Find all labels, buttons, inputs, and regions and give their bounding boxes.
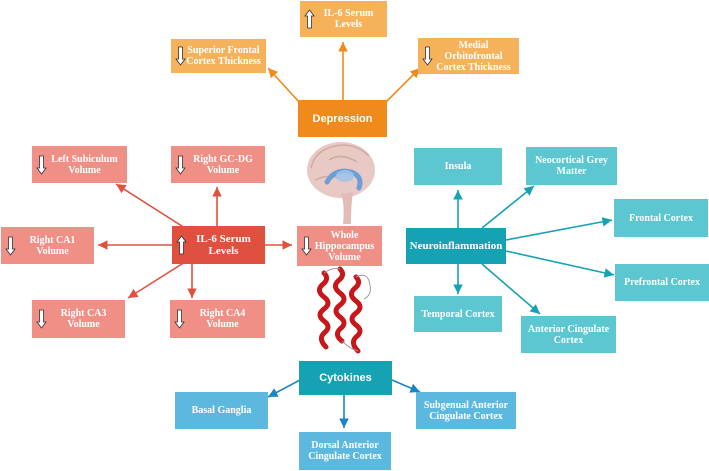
left-subiculum-volume: Left Subiculum Volume	[32, 146, 127, 183]
node-label: Frontal Cortex	[629, 212, 693, 224]
neocortical-grey-matter: Neocortical Grey Matter	[526, 147, 617, 185]
hub-label: Neuroinflammation	[409, 240, 503, 252]
hub-label: Cytokines	[319, 372, 372, 384]
right-gcdg-volume: Right GC-DG Volume	[171, 146, 265, 183]
insula: Insula	[414, 148, 502, 185]
subgenual-anterior-cingulate-cortex: Subgenual Anterior Cingulate Cortex	[416, 392, 516, 429]
basal-ganglia: Basal Ganglia	[175, 392, 268, 429]
node-label: Neocortical Grey Matter	[535, 155, 608, 177]
node-label: Subgenual Anterior Cingulate Cortex	[423, 399, 509, 422]
il6-serum-levels-hub: IL-6 Serum Levels	[172, 226, 265, 264]
edge-il6-left-subiculum	[115, 183, 186, 229]
protein-structure-illustration	[316, 266, 371, 354]
node-label: Right CA1 Volume	[29, 234, 76, 257]
cytokines-hub: Cytokines	[299, 361, 392, 395]
down-arrow-icon	[36, 309, 47, 329]
edge-cytokines-basal-ganglia	[267, 379, 301, 398]
anterior-cingulate-cortex: Anterior Cingulate Cortex	[521, 316, 616, 353]
edge-depression-superior-frontal	[267, 67, 301, 104]
up-arrow-icon	[304, 9, 315, 29]
edge-depression-medial-orbitofrontal	[384, 67, 421, 104]
hub-label: IL-6 Serum Levels	[196, 233, 251, 257]
edge-cytokines-subgenual	[391, 379, 421, 393]
node-label: Right GC-DG Volume	[193, 153, 253, 176]
node-label: IL-6 Serum Levels	[323, 8, 374, 30]
node-label: Whole Hippocampus Volume	[314, 229, 375, 263]
hub-label: Depression	[312, 112, 373, 125]
node-label: Dorsal Anterior Cingulate Cortex	[308, 440, 382, 462]
node-label: Temporal Cortex	[421, 308, 495, 320]
edge-il6-right-ca3	[127, 261, 186, 299]
frontal-cortex: Frontal Cortex	[614, 199, 708, 237]
down-arrow-icon	[5, 236, 16, 256]
brain-illustration	[307, 142, 375, 224]
dorsal-anterior-cingulate-cortex: Dorsal Anterior Cingulate Cortex	[299, 432, 391, 470]
whole-hippocampus-volume: Whole Hippocampus Volume	[297, 226, 382, 266]
depression-hub: Depression	[298, 100, 387, 137]
right-ca4-volume: Right CA4 Volume	[170, 300, 265, 338]
edge-neuro-prefrontal	[505, 250, 615, 278]
node-label: Prefrontal Cortex	[624, 277, 700, 288]
temporal-cortex: Temporal Cortex	[414, 296, 502, 332]
depression-il6-serum-levels: IL-6 Serum Levels	[300, 1, 387, 37]
node-label: Superior Frontal Cortex Thickness	[186, 45, 261, 67]
medial-orbitofrontal-cortex-thickness: Medial Orbitofrontal Cortex Thickness	[418, 38, 519, 74]
edge-neuro-neocortical	[481, 185, 535, 229]
down-arrow-icon	[36, 155, 47, 175]
down-arrow-icon	[422, 46, 433, 66]
edge-neuro-frontal	[505, 217, 613, 241]
down-arrow-icon	[175, 46, 186, 66]
prefrontal-cortex: Prefrontal Cortex	[615, 264, 709, 301]
down-arrow-icon	[175, 155, 186, 175]
node-label: Left Subiculum Volume	[51, 153, 118, 176]
down-arrow-icon	[174, 309, 185, 329]
up-arrow-icon	[176, 235, 187, 255]
edge-neuro-anterior-cingulate	[481, 263, 541, 315]
node-label: Medial Orbitofrontal Cortex Thickness	[436, 39, 511, 73]
neuroinflammation-hub: Neuroinflammation	[406, 228, 506, 264]
node-label: Right CA4 Volume	[199, 308, 246, 330]
node-label: Basal Ganglia	[191, 405, 252, 416]
down-arrow-icon	[301, 236, 312, 256]
right-ca3-volume: Right CA3 Volume	[32, 300, 125, 338]
node-label: Insula	[444, 161, 472, 172]
node-label: Anterior Cingulate Cortex	[527, 323, 610, 346]
node-label: Right CA3 Volume	[60, 308, 107, 330]
superior-frontal-cortex-thickness: Superior Frontal Cortex Thickness	[171, 39, 266, 73]
right-ca1-volume: Right CA1 Volume	[1, 227, 94, 264]
